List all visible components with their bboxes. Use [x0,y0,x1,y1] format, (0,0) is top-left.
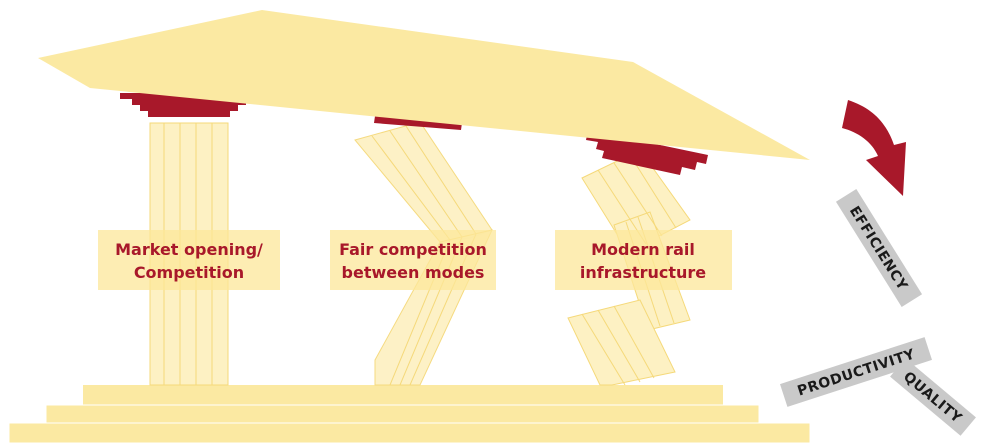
efficiency-tag: EFFICIENCY [835,189,923,307]
pillar-3-label-box [555,230,732,290]
quality-label: QUALITY [900,369,965,427]
base-step-middle [45,404,760,424]
pillar-1-label-line2: Competition [134,263,244,282]
pillar-2-label-line1: Fair competition [339,240,487,259]
pillar-1-label-box [98,230,280,290]
outcome-tags: EFFICIENCY PRODUCTIVITY QUALITY [780,189,976,436]
pillar-1-label-line1: Market opening/ [115,240,263,259]
pillar-3-label-line1: Modern rail [591,240,695,259]
pillar-labels: Market opening/ Competition Fair competi… [98,230,732,290]
base-step-top [83,385,723,405]
temple-roof [38,10,810,160]
pillar-2-label-line2: between modes [342,263,485,282]
temple-base [8,385,811,443]
pillar-2-label-box [330,230,496,290]
pillar-3-capital [586,130,708,175]
pillar-3-segment-lower [567,299,676,386]
efficiency-label: EFFICIENCY [846,204,911,294]
pillar-3-label-line2: infrastructure [580,263,706,282]
curved-arrow-icon [842,100,906,196]
quality-tag: QUALITY [890,358,976,436]
base-step-bottom [8,422,811,443]
